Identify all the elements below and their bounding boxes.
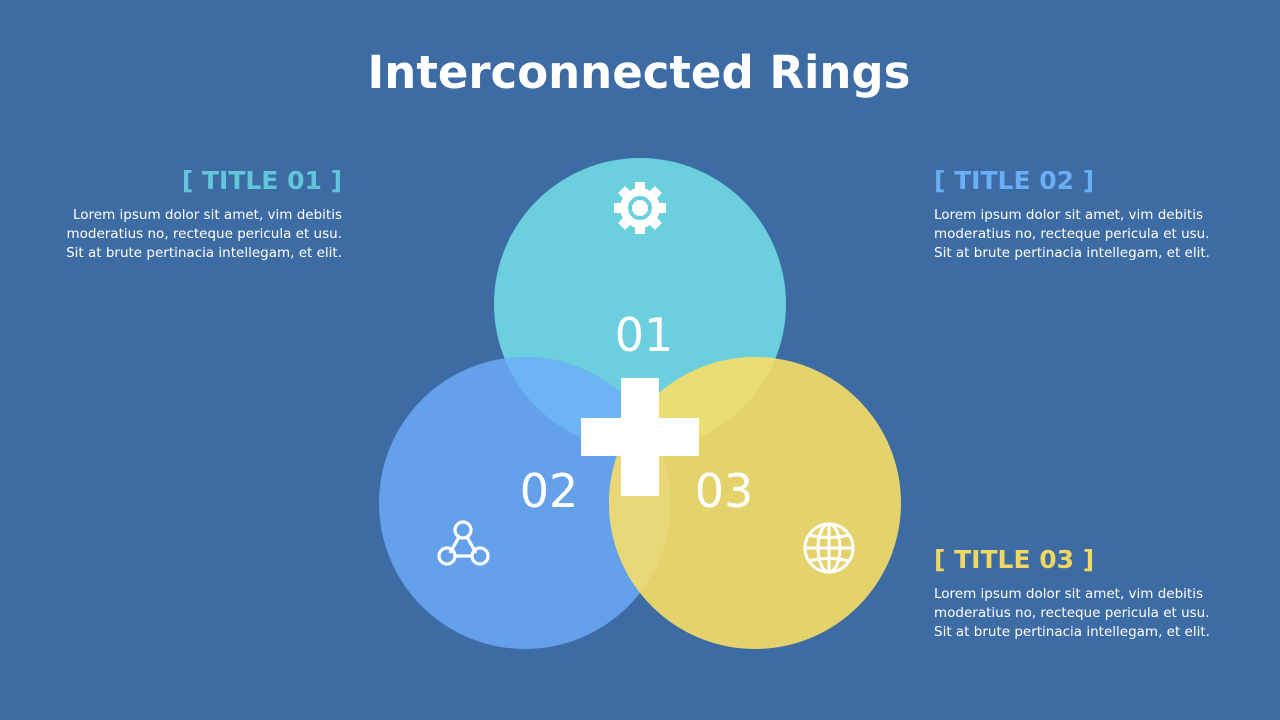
block-title-03: [ TITLE 03 ] <box>934 545 1095 574</box>
block-title-02: [ TITLE 02 ] <box>934 166 1095 195</box>
body-line: moderatius no, recteque pericula et usu. <box>934 605 1210 621</box>
block-body-03: Lorem ipsum dolor sit amet, vim debitis … <box>934 585 1234 642</box>
network-nodes-icon <box>437 520 490 566</box>
body-line: Lorem ipsum dolor sit amet, vim debitis <box>72 207 342 223</box>
body-line: moderatius no, recteque pericula et usu. <box>934 226 1210 242</box>
body-line: moderatius no, recteque pericula et usu. <box>66 226 342 242</box>
gear-icon <box>614 182 666 234</box>
plus-icon <box>581 378 699 496</box>
ring-03-number: 03 <box>694 464 754 518</box>
body-line: Lorem ipsum dolor sit amet, vim debitis <box>934 586 1204 602</box>
block-title-01: [ TITLE 01 ] <box>181 166 342 195</box>
body-line: Sit at brute pertinacia intellegam, et e… <box>934 245 1210 261</box>
block-body-01: Lorem ipsum dolor sit amet, vim debitis … <box>42 206 342 263</box>
text-block-03: [ TITLE 03 ] Lorem ipsum dolor sit amet,… <box>934 545 1234 642</box>
body-line: Sit at brute pertinacia intellegam, et e… <box>66 245 342 261</box>
ring-02-number: 02 <box>519 464 579 518</box>
body-line: Sit at brute pertinacia intellegam, et e… <box>934 624 1210 640</box>
block-body-02: Lorem ipsum dolor sit amet, vim debitis … <box>934 206 1234 263</box>
text-block-02: [ TITLE 02 ] Lorem ipsum dolor sit amet,… <box>934 166 1234 263</box>
globe-icon <box>803 522 855 574</box>
ring-01-number: 01 <box>614 308 674 362</box>
body-line: Lorem ipsum dolor sit amet, vim debitis <box>934 207 1204 223</box>
page-title: Interconnected Rings <box>367 46 911 99</box>
text-block-01: [ TITLE 01 ] Lorem ipsum dolor sit amet,… <box>42 166 342 263</box>
